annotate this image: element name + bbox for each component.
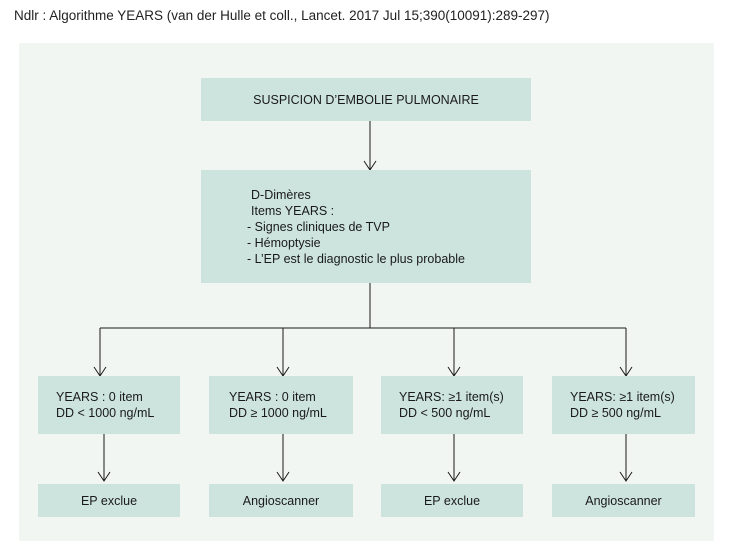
branch-threshold: DD < 500 ng/mL: [399, 406, 491, 420]
result-box-3: EP exclue: [381, 484, 523, 517]
result-box-2: Angioscanner: [209, 484, 353, 517]
branch-condition: YEARS : 0 item: [56, 390, 143, 404]
branch-threshold: DD ≥ 500 ng/mL: [570, 406, 661, 420]
result-label: Angioscanner: [242, 493, 320, 508]
criteria-box: D-Dimères Items YEARS : - Signes cliniqu…: [201, 170, 531, 283]
criteria-heading: D-Dimères: [251, 187, 311, 202]
result-label: EP exclue: [423, 493, 481, 508]
suspicion-box: SUSPICION D’EMBOLIE PULMONAIRE: [201, 78, 531, 121]
branch-box-1: YEARS : 0 item DD < 1000 ng/mL: [38, 376, 180, 434]
branch-box-4: YEARS: ≥1 item(s) DD ≥ 500 ng/mL: [552, 376, 695, 434]
arrowhead-icon: [619, 471, 633, 482]
branch-box-2: YEARS : 0 item DD ≥ 1000 ng/mL: [209, 376, 353, 434]
arrowhead-icon: [97, 471, 111, 482]
suspicion-label: SUSPICION D’EMBOLIE PULMONAIRE: [253, 92, 479, 107]
result-label: Angioscanner: [585, 493, 662, 508]
arrowhead-icon: [276, 471, 290, 482]
branch-condition: YEARS : 0 item: [229, 390, 316, 404]
branch-condition: YEARS: ≥1 item(s): [399, 390, 504, 404]
result-label: EP exclue: [80, 493, 138, 508]
flowchart-panel: [19, 43, 714, 541]
branch-threshold: DD < 1000 ng/mL: [56, 406, 155, 420]
criteria-subheading: Items YEARS :: [251, 203, 335, 218]
result-box-1: EP exclue: [38, 484, 180, 517]
figure-caption: Ndlr : Algorithme YEARS (van der Hulle e…: [14, 8, 550, 23]
branch-threshold: DD ≥ 1000 ng/mL: [229, 406, 327, 420]
criteria-item: - Hémoptysie: [247, 235, 321, 250]
result-box-4: Angioscanner: [552, 484, 695, 517]
criteria-item: - L’EP est le diagnostic le plus probabl…: [247, 251, 465, 266]
branch-box-3: YEARS: ≥1 item(s) DD < 500 ng/mL: [381, 376, 523, 434]
branch-condition: YEARS: ≥1 item(s): [570, 390, 675, 404]
criteria-item: - Signes cliniques de TVP: [247, 219, 390, 234]
arrowhead-icon: [447, 471, 461, 482]
